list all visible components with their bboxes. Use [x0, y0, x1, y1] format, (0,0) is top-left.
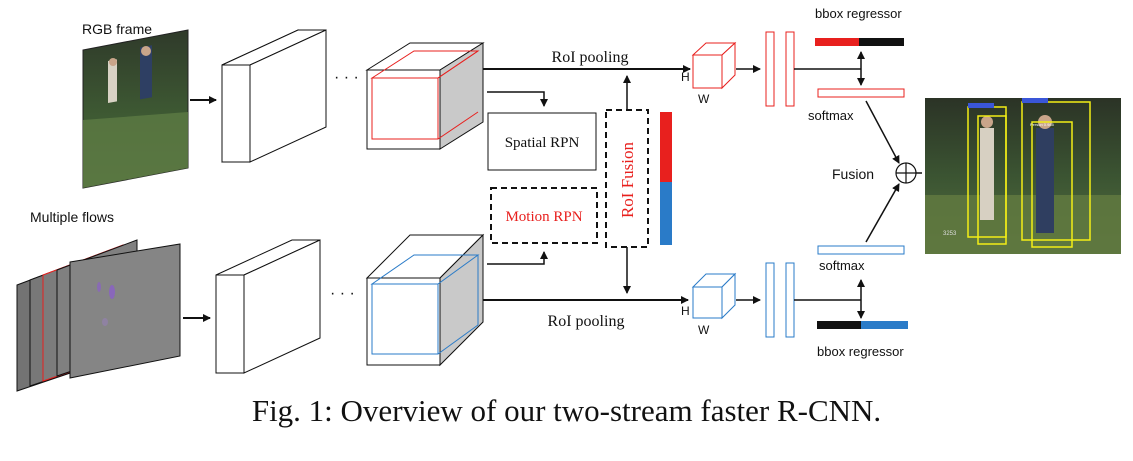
fc-layer-bottom-2: [785, 262, 795, 338]
fusion-bar-blue: [660, 182, 672, 245]
dots-bottom: · · ·: [330, 285, 355, 302]
roi-pooling-label-bottom: RoI pooling: [548, 313, 625, 330]
bbox-regressor-label-top: bbox regressor: [815, 6, 902, 21]
fusion-circle-icon: [895, 162, 917, 184]
arrow-to-spatial-rpn: [487, 91, 548, 107]
softmax-label-bottom: softmax: [819, 258, 865, 273]
roi-cube-top: [691, 41, 737, 90]
bbox-bar-bottom-blue: [861, 321, 908, 329]
w-label-top: W: [698, 92, 710, 106]
softmax-bar-top: [817, 88, 905, 98]
h-label-top: H: [681, 70, 690, 84]
roi-fusion-box: [605, 109, 649, 248]
rgb-frame-image: [82, 29, 189, 189]
bbox-bar-top-red: [815, 38, 859, 46]
arrow-softmax-top-to-fusion: [865, 100, 900, 164]
motion-rpn-box: [490, 187, 598, 244]
spatial-rpn-label: Spatial RPN: [505, 135, 580, 151]
w-label-bottom: W: [698, 323, 710, 337]
roi-cube-bottom: [691, 272, 737, 320]
fusion-label: Fusion: [832, 166, 874, 182]
bbox-bar-top-black: [859, 38, 904, 46]
arrow-to-motion-rpn: [487, 251, 548, 265]
multiple-flows-label: Multiple flows: [30, 209, 114, 225]
flow-stack-image: [16, 239, 181, 392]
roi-fusion-label: RoI Fusion: [618, 141, 637, 218]
motion-rpn-label: Motion RPN: [505, 209, 582, 225]
fc-layer-bottom-1: [765, 262, 775, 338]
bbox-bar-bottom-black: [817, 321, 861, 329]
fusion-bar-red: [660, 112, 672, 182]
softmax-bar-bottom: [817, 245, 905, 255]
roi-pooling-label-top: RoI pooling: [552, 49, 629, 66]
dots-top: · · ·: [334, 69, 359, 86]
output-detection-image: Person 0.985 3253: [925, 98, 1121, 254]
bbox-regressor-label-bottom: bbox regressor: [817, 344, 904, 359]
softmax-label-top: softmax: [808, 108, 854, 123]
h-label-bottom: H: [681, 304, 690, 318]
fc-layer-top-2: [785, 31, 795, 107]
rgb-frame-label: RGB frame: [82, 21, 152, 37]
fc-layer-top-1: [765, 31, 775, 107]
conv-block-flow-1: [215, 239, 321, 374]
spatial-rpn-box: [487, 112, 597, 171]
figure-caption: Fig. 1: Overview of our two-stream faste…: [251, 393, 882, 428]
arrow-softmax-bottom-to-fusion: [865, 183, 900, 243]
feature-map-rgb: [365, 42, 485, 150]
feature-map-flow: [365, 233, 485, 367]
output-small-label-2: 3253: [943, 231, 957, 237]
conv-block-rgb-1: [221, 29, 327, 163]
output-small-label-1: Person 0.985: [1030, 122, 1055, 127]
